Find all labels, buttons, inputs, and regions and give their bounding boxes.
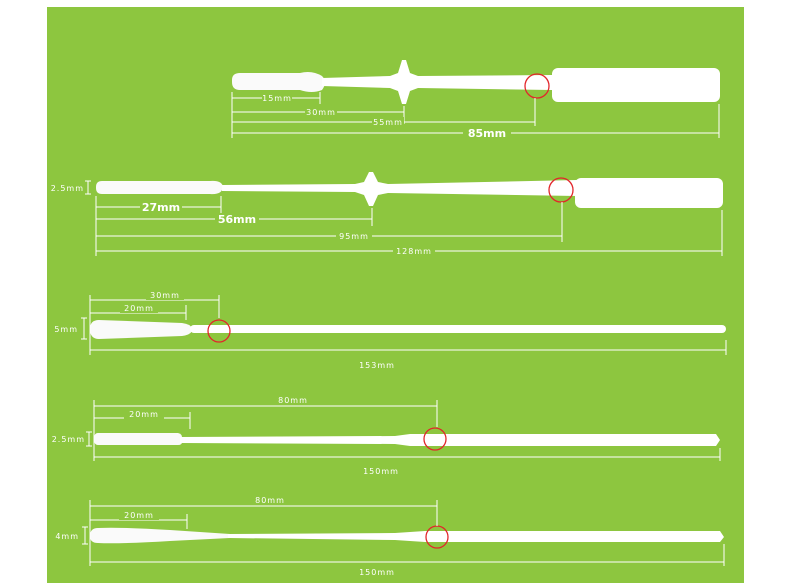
swab-4-body [94, 427, 720, 451]
swab-3-diameter: 5mm [54, 325, 78, 334]
swab-1-label-1: 15mm [262, 94, 292, 103]
swab-2-label-4: 128mm [396, 247, 432, 256]
swab-3-label-1: 30mm [150, 291, 180, 300]
swab-1-label-2: 30mm [306, 108, 336, 117]
break-point-circle [524, 73, 550, 99]
swab-5-body [90, 525, 724, 549]
swab-5: 4mm 80mm 20mm 150mm [55, 495, 725, 577]
swab-4-label-2: 20mm [129, 410, 159, 419]
swab-4-diameter: 2.5mm [52, 435, 85, 444]
swab-1-label-4: 85mm [468, 127, 506, 140]
swab-5-diameter: 4mm [55, 532, 79, 541]
swab-2-label-3: 95mm [339, 232, 369, 241]
break-point-circle [423, 427, 447, 451]
swab-1-body [232, 60, 720, 104]
swab-3: 5mm 30mm 20mm 153mm [54, 290, 727, 370]
swab-3-label-2: 20mm [124, 304, 154, 313]
swab-4-label-3: 150mm [363, 467, 399, 476]
swab-5-label-2: 20mm [124, 511, 154, 520]
swab-4: 2.5mm 80mm 20mm 150mm [52, 395, 721, 476]
swab-5-label-1: 80mm [255, 496, 285, 505]
swab-2-label-1: 27mm [142, 201, 180, 214]
swab-2: 2.5mm 27mm 56mm 95mm 128mm [51, 172, 723, 256]
swab-3-body [90, 319, 726, 343]
swab-4-label-1: 80mm [278, 396, 308, 405]
break-point-circle [548, 177, 574, 203]
swab-1: 15mm 30mm 55mm 85mm [231, 60, 720, 140]
swab-2-label-2: 56mm [218, 213, 256, 226]
swab-1-label-3: 55mm [373, 118, 403, 127]
swab-3-label-3: 153mm [359, 361, 395, 370]
swab-2-diameter: 2.5mm [51, 184, 84, 193]
break-point-circle [207, 319, 231, 343]
swab-5-label-3: 150mm [359, 568, 395, 577]
swab-2-body [96, 172, 723, 208]
